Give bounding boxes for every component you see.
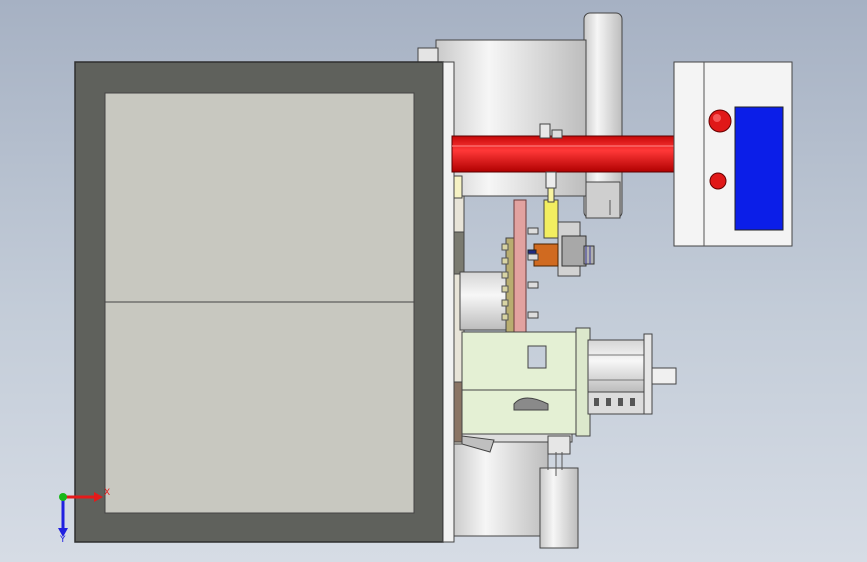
main-frame <box>74 61 455 543</box>
red-rod <box>451 135 679 173</box>
gripper-assembly <box>527 221 595 277</box>
motor <box>587 333 677 415</box>
button-lower[interactable] <box>709 172 727 190</box>
yellow-block <box>543 187 559 239</box>
control-box[interactable] <box>673 61 793 247</box>
gear-assembly <box>459 237 519 341</box>
lower-linkage <box>461 435 571 476</box>
display-screen <box>734 106 784 231</box>
bottom-cylinder-housing <box>451 439 579 549</box>
green-bracket <box>461 327 591 443</box>
button-upper[interactable] <box>708 109 732 133</box>
y-axis-label: Y <box>59 535 66 545</box>
x-axis-label: X <box>104 488 110 498</box>
axis-triad: X Y <box>58 488 110 545</box>
